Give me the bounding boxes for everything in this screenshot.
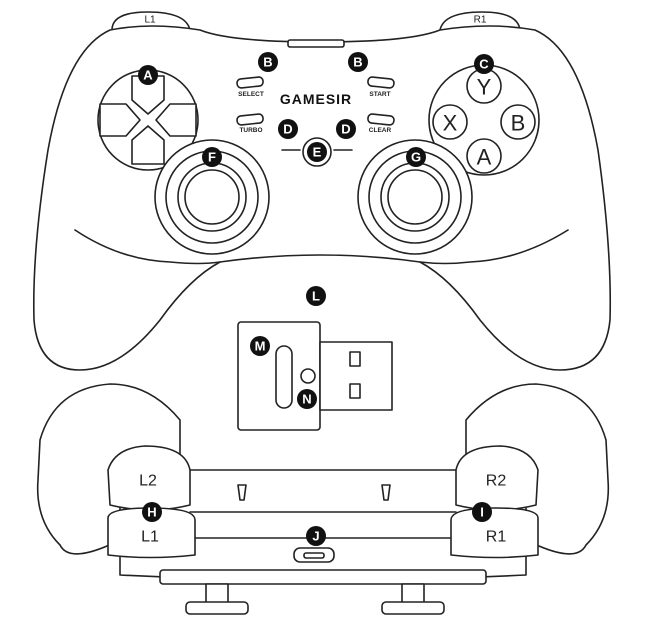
callout-A: A <box>138 65 158 85</box>
top-tab <box>287 39 345 48</box>
a-button-label: A <box>477 145 492 170</box>
clear-label: CLEAR <box>369 127 392 134</box>
body-inner-contour <box>74 229 569 265</box>
r1-label: R1 <box>486 529 507 546</box>
l1-top-label: L1 <box>144 15 156 26</box>
turbo-label: TURBO <box>239 127 262 134</box>
svg-text:N: N <box>302 392 311 407</box>
callout-L: L <box>306 286 326 306</box>
callout-H: H <box>142 502 162 522</box>
callout-J: J <box>306 526 326 546</box>
svg-text:C: C <box>479 57 489 72</box>
callout-I: I <box>472 502 492 522</box>
b-button[interactable] <box>500 104 536 140</box>
b-button-label: B <box>511 111 526 136</box>
svg-text:B: B <box>263 55 272 70</box>
start-button[interactable] <box>367 76 395 89</box>
right-thumbstick[interactable] <box>357 139 473 255</box>
svg-text:I: I <box>480 505 484 520</box>
vent-right <box>381 484 391 501</box>
right-stick-stem <box>381 583 445 615</box>
l1-top-bump <box>111 11 191 31</box>
d-pad[interactable] <box>97 69 199 171</box>
svg-text:L: L <box>312 289 320 304</box>
l1-label: L1 <box>141 529 159 546</box>
usb-receiver <box>237 321 393 431</box>
receiver-led <box>300 368 316 384</box>
controller-front-view: L2 R2 L1 R1 <box>36 383 610 615</box>
callout-E: E <box>307 142 327 162</box>
svg-text:J: J <box>312 529 319 544</box>
svg-text:G: G <box>411 150 421 165</box>
brand-logo: GAMESIR <box>280 91 352 107</box>
r1-top-label: R1 <box>474 15 487 26</box>
callout-F: F <box>202 147 222 167</box>
callout-D-right: D <box>336 119 356 139</box>
face-buttons: Y X B A <box>428 64 540 176</box>
vent-left <box>237 484 247 501</box>
usb-port <box>293 547 335 563</box>
r2-label: R2 <box>486 473 507 490</box>
callout-C: C <box>474 54 494 74</box>
x-button-label: X <box>443 111 458 136</box>
start-label: START <box>369 91 390 98</box>
turbo-button[interactable] <box>236 113 264 126</box>
receiver-button[interactable] <box>275 345 293 409</box>
left-stick-stem <box>185 583 249 615</box>
callout-B-right: B <box>348 52 368 72</box>
svg-text:A: A <box>143 68 153 83</box>
callout-G: G <box>406 147 426 167</box>
svg-text:H: H <box>147 505 156 520</box>
select-button[interactable] <box>236 76 264 89</box>
callout-B-left: B <box>258 52 278 72</box>
svg-text:B: B <box>353 55 362 70</box>
x-button[interactable] <box>432 104 468 140</box>
r1-bumper[interactable] <box>450 507 539 559</box>
svg-text:D: D <box>283 122 292 137</box>
l2-label: L2 <box>139 473 157 490</box>
callout-M: M <box>250 336 270 356</box>
svg-text:M: M <box>255 339 266 354</box>
controller-top-view: L1 R1 SELECT START TURBO CLEAR GAMESIR <box>32 11 612 371</box>
clear-button[interactable] <box>367 113 395 126</box>
select-label: SELECT <box>238 91 264 98</box>
callout-N: N <box>297 389 317 409</box>
l1-bumper[interactable] <box>107 507 196 559</box>
svg-text:F: F <box>208 150 216 165</box>
svg-text:E: E <box>313 145 322 160</box>
callout-D-left: D <box>278 119 298 139</box>
y-button-label: Y <box>477 75 492 100</box>
svg-text:D: D <box>341 122 350 137</box>
a-button[interactable] <box>466 138 502 174</box>
